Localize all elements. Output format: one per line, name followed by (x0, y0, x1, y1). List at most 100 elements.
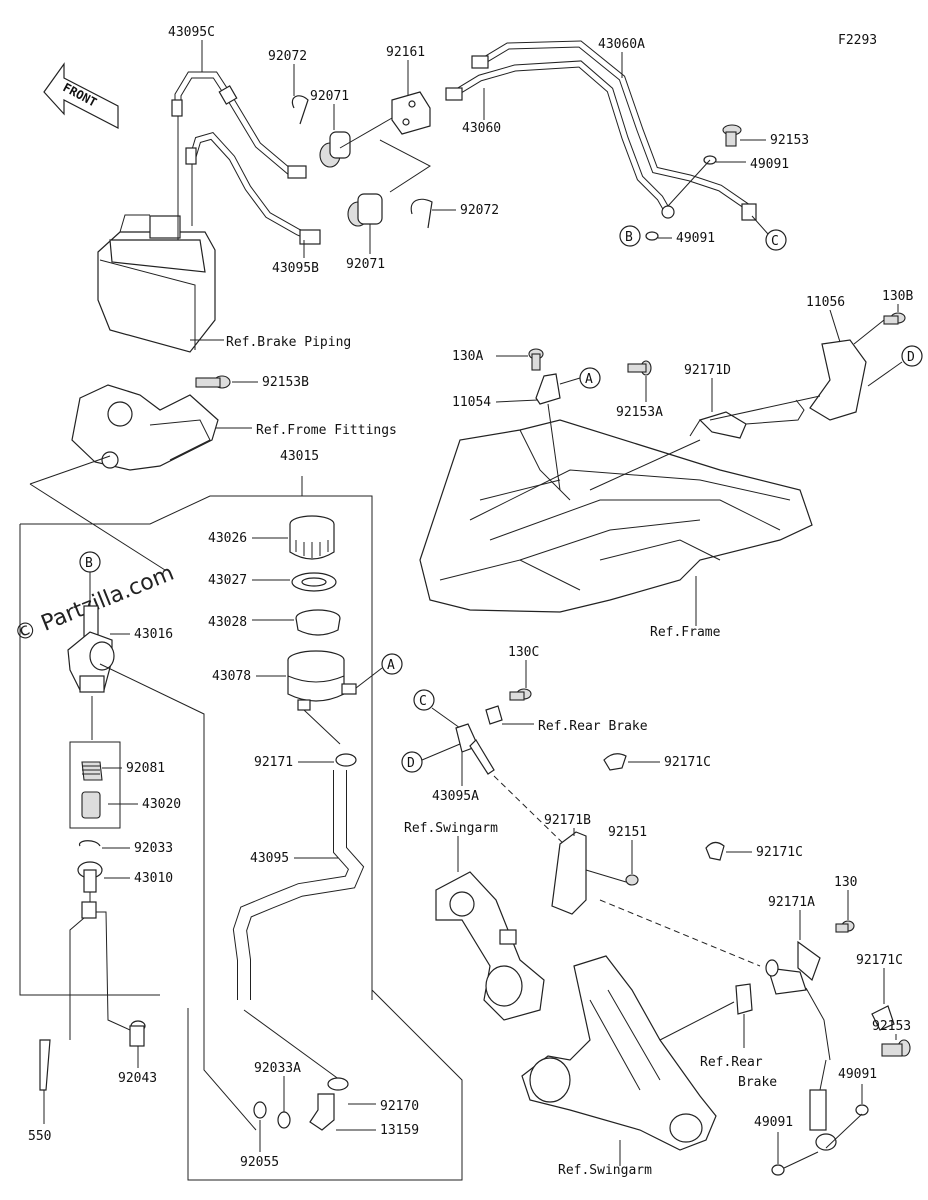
o-ring-92033a (277, 1111, 291, 1129)
label-ref-frame-fittings: Ref.Frome Fittings (256, 423, 397, 438)
label-43060: 43060 (462, 121, 501, 136)
label-92171c-3: 92171C (856, 953, 903, 968)
label-ref-rear-line2: Brake (738, 1075, 777, 1090)
swingarm-upper (435, 871, 545, 1021)
label-92170: 92170 (380, 1099, 419, 1114)
clamp-92171d (689, 411, 747, 439)
diaphragm-plate-43027 (291, 572, 337, 592)
label-43078: 43078 (212, 669, 251, 684)
brake-pipe-43060a (471, 40, 757, 221)
abs-hydraulic-unit (97, 214, 216, 353)
label-92071b: 92071 (346, 257, 385, 272)
bolt-130a (528, 348, 544, 371)
bolt-92151 (625, 874, 639, 886)
sensor-unit (765, 959, 807, 995)
label-ref-swingarm-top: Ref.Swingarm (404, 821, 498, 836)
callout-d-frame: D (901, 345, 923, 367)
diaphragm-43028 (295, 609, 341, 636)
clamp-92171c-c (871, 1005, 895, 1031)
label-130a: 130A (452, 349, 483, 364)
hose-43095 (232, 770, 365, 1000)
label-92153a: 92153 (770, 133, 809, 148)
label-550: 550 (28, 1129, 51, 1144)
circlip-92033 (78, 840, 101, 847)
bolt-130b (883, 312, 906, 325)
svg-text:A: A (387, 658, 395, 673)
label-92153-bottom: 92153 (872, 1019, 911, 1034)
label-49091b: 49091 (676, 231, 715, 246)
label-43028: 43028 (208, 615, 247, 630)
label-92043: 92043 (118, 1071, 157, 1086)
label-11056: 11056 (806, 295, 845, 310)
label-92171c-1: 92171C (664, 755, 711, 770)
brake-pipe-43095b (185, 132, 321, 245)
fitting-13159 (309, 1093, 335, 1131)
frame-assembly (419, 419, 813, 613)
grommet-92071b (347, 193, 383, 227)
label-92153a-frame: 92153A (616, 405, 663, 420)
grommet-92071a (319, 131, 351, 168)
bolt-92153-bottom (881, 1039, 911, 1057)
clamp-92170 (327, 1077, 349, 1091)
pushrod-43010 (77, 861, 103, 919)
pin-92043 (129, 1020, 146, 1047)
label-49091c: 49091 (838, 1067, 877, 1082)
washer-49091-c (855, 1104, 869, 1116)
o-ring-92055 (253, 1101, 267, 1119)
svg-text:D: D (907, 350, 915, 365)
label-13159: 13159 (380, 1123, 419, 1138)
label-92033: 92033 (134, 841, 173, 856)
label-ref-swingarm-bottom: Ref.Swingarm (558, 1163, 652, 1178)
bracket-frame-fitting (71, 384, 219, 471)
cotter-pin-550 (39, 1039, 51, 1091)
brake-pipe-43060 (445, 60, 675, 219)
label-43060a: 43060A (598, 37, 645, 52)
reservoir-43078 (287, 650, 357, 711)
label-92171b: 92171B (544, 813, 591, 828)
label-43010: 43010 (134, 871, 173, 886)
label-ref-frame: Ref.Frame (650, 625, 721, 640)
bolt-130-right (835, 920, 855, 933)
svg-text:A: A (585, 372, 593, 387)
callout-d-right: D (401, 751, 423, 773)
svg-text:C: C (771, 234, 779, 249)
label-92171d: 92171D (684, 363, 731, 378)
label-43095c: 43095C (168, 25, 215, 40)
piston-43020 (81, 791, 101, 819)
guide-92171b (551, 831, 587, 915)
label-92055: 92055 (240, 1155, 279, 1170)
label-43095: 43095 (250, 851, 289, 866)
bolt-130c (509, 688, 532, 701)
label-92161: 92161 (386, 45, 425, 60)
label-43016: 43016 (134, 627, 173, 642)
spring-92081 (81, 761, 103, 781)
label-43095b: 43095B (272, 261, 319, 276)
label-ref-rear-brake: Ref.Rear Brake (538, 719, 648, 734)
bolt-92153b (195, 375, 231, 389)
callout-c-right: C (413, 689, 435, 711)
brake-pipe-43095c (171, 71, 307, 179)
master-cylinder-43016 (67, 605, 115, 693)
label-92081: 92081 (126, 761, 165, 776)
sensor-plate-ref-rear-brake (735, 983, 753, 1015)
label-49091a: 49091 (750, 157, 789, 172)
label-130b: 130B (882, 289, 913, 304)
clamp-92171c-a (603, 753, 627, 771)
clip-92072a (291, 95, 309, 125)
callout-b-top: B (619, 225, 641, 247)
label-ref-brake-piping: Ref.Brake Piping (226, 335, 351, 350)
svg-text:B: B (85, 556, 93, 571)
label-11054: 11054 (452, 395, 491, 410)
reservoir-cap-43026 (289, 515, 335, 560)
callout-a-reservoir: A (381, 653, 403, 675)
label-43020: 43020 (142, 797, 181, 812)
svg-text:B: B (625, 230, 633, 245)
label-43027: 43027 (208, 573, 247, 588)
label-49091d: 49091 (754, 1115, 793, 1130)
callout-c-top: C (765, 229, 787, 251)
front-arrow-icon: FRONT (43, 62, 119, 129)
bolt-92153a (627, 360, 652, 376)
clamp-92171c-b (705, 841, 725, 861)
label-92071a: 92071 (310, 89, 349, 104)
